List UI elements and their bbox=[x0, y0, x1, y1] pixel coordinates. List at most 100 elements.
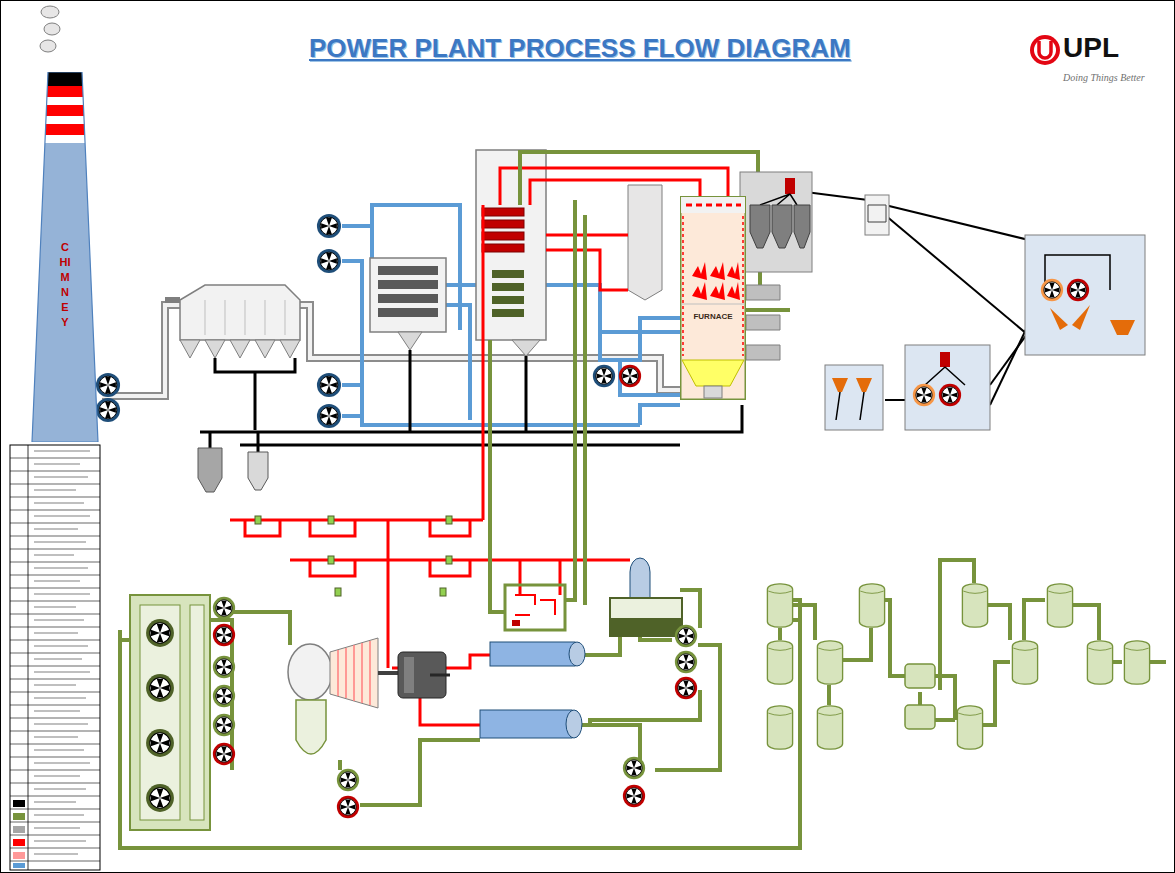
economizer-column bbox=[492, 283, 524, 291]
water-treatment-tank bbox=[767, 584, 792, 627]
cooling-tower bbox=[130, 595, 210, 830]
water-treatment-tank bbox=[767, 641, 792, 684]
cooling-water-pump bbox=[213, 624, 235, 646]
ash-line bbox=[525, 356, 528, 432]
diagram-title: POWER PLANT PROCESS FLOW DIAGRAM bbox=[309, 33, 851, 64]
legend-table bbox=[13, 852, 25, 859]
economizer-column bbox=[512, 340, 540, 356]
electrostatic-precipitator bbox=[180, 285, 300, 340]
company-logo-mark bbox=[1030, 35, 1060, 65]
coal-bunker bbox=[740, 172, 812, 272]
cooling-water-pump bbox=[213, 597, 235, 619]
transfer-tower bbox=[865, 195, 889, 235]
legend-table bbox=[13, 863, 25, 868]
boiler-feed-pump bbox=[675, 677, 697, 699]
tagline: Doing Things Better bbox=[1063, 72, 1145, 83]
chimney-stack-shape bbox=[28, 116, 102, 124]
wagon-tippler bbox=[825, 365, 883, 430]
legend-table bbox=[10, 445, 100, 870]
generator bbox=[430, 674, 450, 677]
crusher-house bbox=[1110, 320, 1135, 335]
air-preheater bbox=[370, 258, 446, 350]
economizer-column bbox=[482, 208, 524, 216]
coal-bunker bbox=[785, 178, 795, 194]
boiler-furnace-shape bbox=[680, 196, 746, 400]
air-preheater bbox=[378, 294, 438, 303]
screen-house bbox=[939, 384, 961, 406]
coal-conveyor bbox=[990, 330, 1030, 385]
steam-line bbox=[387, 520, 390, 668]
chimney-letters: CHIMNEY bbox=[60, 240, 71, 330]
air-preheater bbox=[370, 258, 446, 332]
air-duct bbox=[445, 305, 470, 420]
electrostatic-precipitator bbox=[205, 300, 285, 335]
boiler-feed-pump bbox=[675, 651, 697, 673]
prds-station bbox=[505, 585, 565, 630]
water-line bbox=[120, 600, 800, 848]
water-line bbox=[1024, 600, 1045, 640]
legend-table bbox=[10, 445, 100, 870]
ash-line bbox=[240, 444, 680, 447]
crusher-house bbox=[1025, 235, 1145, 355]
water-treatment-tank bbox=[1124, 641, 1149, 684]
screen-house bbox=[925, 367, 965, 385]
transfer-tower bbox=[865, 195, 889, 235]
water-treatment-tank bbox=[1087, 641, 1112, 684]
water-line bbox=[1073, 605, 1099, 640]
legend-table bbox=[28, 445, 29, 870]
water-line bbox=[120, 638, 130, 642]
steam-line bbox=[290, 559, 630, 562]
boiler-feed-pump bbox=[675, 625, 697, 647]
water-treatment-tank bbox=[962, 584, 987, 627]
prds-station bbox=[512, 620, 520, 626]
condenser bbox=[296, 700, 326, 754]
electrostatic-precipitator bbox=[165, 297, 180, 303]
boiler-furnace-shape bbox=[681, 304, 745, 305]
ash-line bbox=[254, 372, 257, 430]
water-line bbox=[843, 628, 871, 660]
steam-turbine bbox=[288, 638, 398, 708]
steam-turbine bbox=[330, 638, 378, 708]
cooling-tower bbox=[146, 729, 174, 757]
coal-conveyor bbox=[885, 399, 905, 401]
chimney-stack-shape bbox=[28, 97, 102, 105]
valve bbox=[255, 516, 261, 524]
cooling-tower bbox=[190, 605, 204, 820]
steam-line bbox=[519, 560, 522, 595]
air-preheater bbox=[398, 332, 422, 350]
wagon-tippler bbox=[832, 378, 872, 392]
wagon-tippler bbox=[825, 365, 883, 430]
water-line bbox=[490, 340, 505, 612]
steam-turbine bbox=[288, 644, 332, 700]
chimney-stack: CHIMNEY bbox=[28, 72, 102, 442]
cooling-water-pump bbox=[213, 685, 235, 707]
crusher-house bbox=[1050, 308, 1068, 330]
fan bbox=[317, 249, 341, 273]
boiler-furnace-shape bbox=[686, 204, 741, 207]
fan bbox=[96, 398, 120, 422]
water-line bbox=[360, 740, 480, 805]
air-preheater bbox=[378, 266, 438, 275]
screen-house bbox=[940, 352, 950, 367]
deaerator bbox=[610, 558, 682, 636]
cooling-tower bbox=[140, 605, 180, 820]
legend-table bbox=[13, 813, 25, 820]
hp-heater bbox=[480, 710, 572, 738]
valve bbox=[446, 516, 452, 524]
condensate-pump bbox=[337, 796, 359, 818]
boiler-feed-pump bbox=[623, 785, 645, 807]
water-line bbox=[120, 152, 1166, 848]
chimney-stack-shape bbox=[28, 124, 102, 135]
valve bbox=[440, 588, 446, 596]
superheater-pass bbox=[628, 185, 662, 300]
water-treatment-tank bbox=[957, 706, 982, 749]
chimney-stack-shape bbox=[28, 72, 102, 86]
chimney-stack-shape bbox=[28, 72, 102, 442]
logo-text: UPL bbox=[1063, 32, 1119, 64]
screen-house bbox=[913, 384, 935, 406]
water-line bbox=[565, 200, 575, 600]
chimney-stack-shape bbox=[32, 72, 98, 442]
boiler-furnace: FURNACE bbox=[680, 196, 746, 400]
